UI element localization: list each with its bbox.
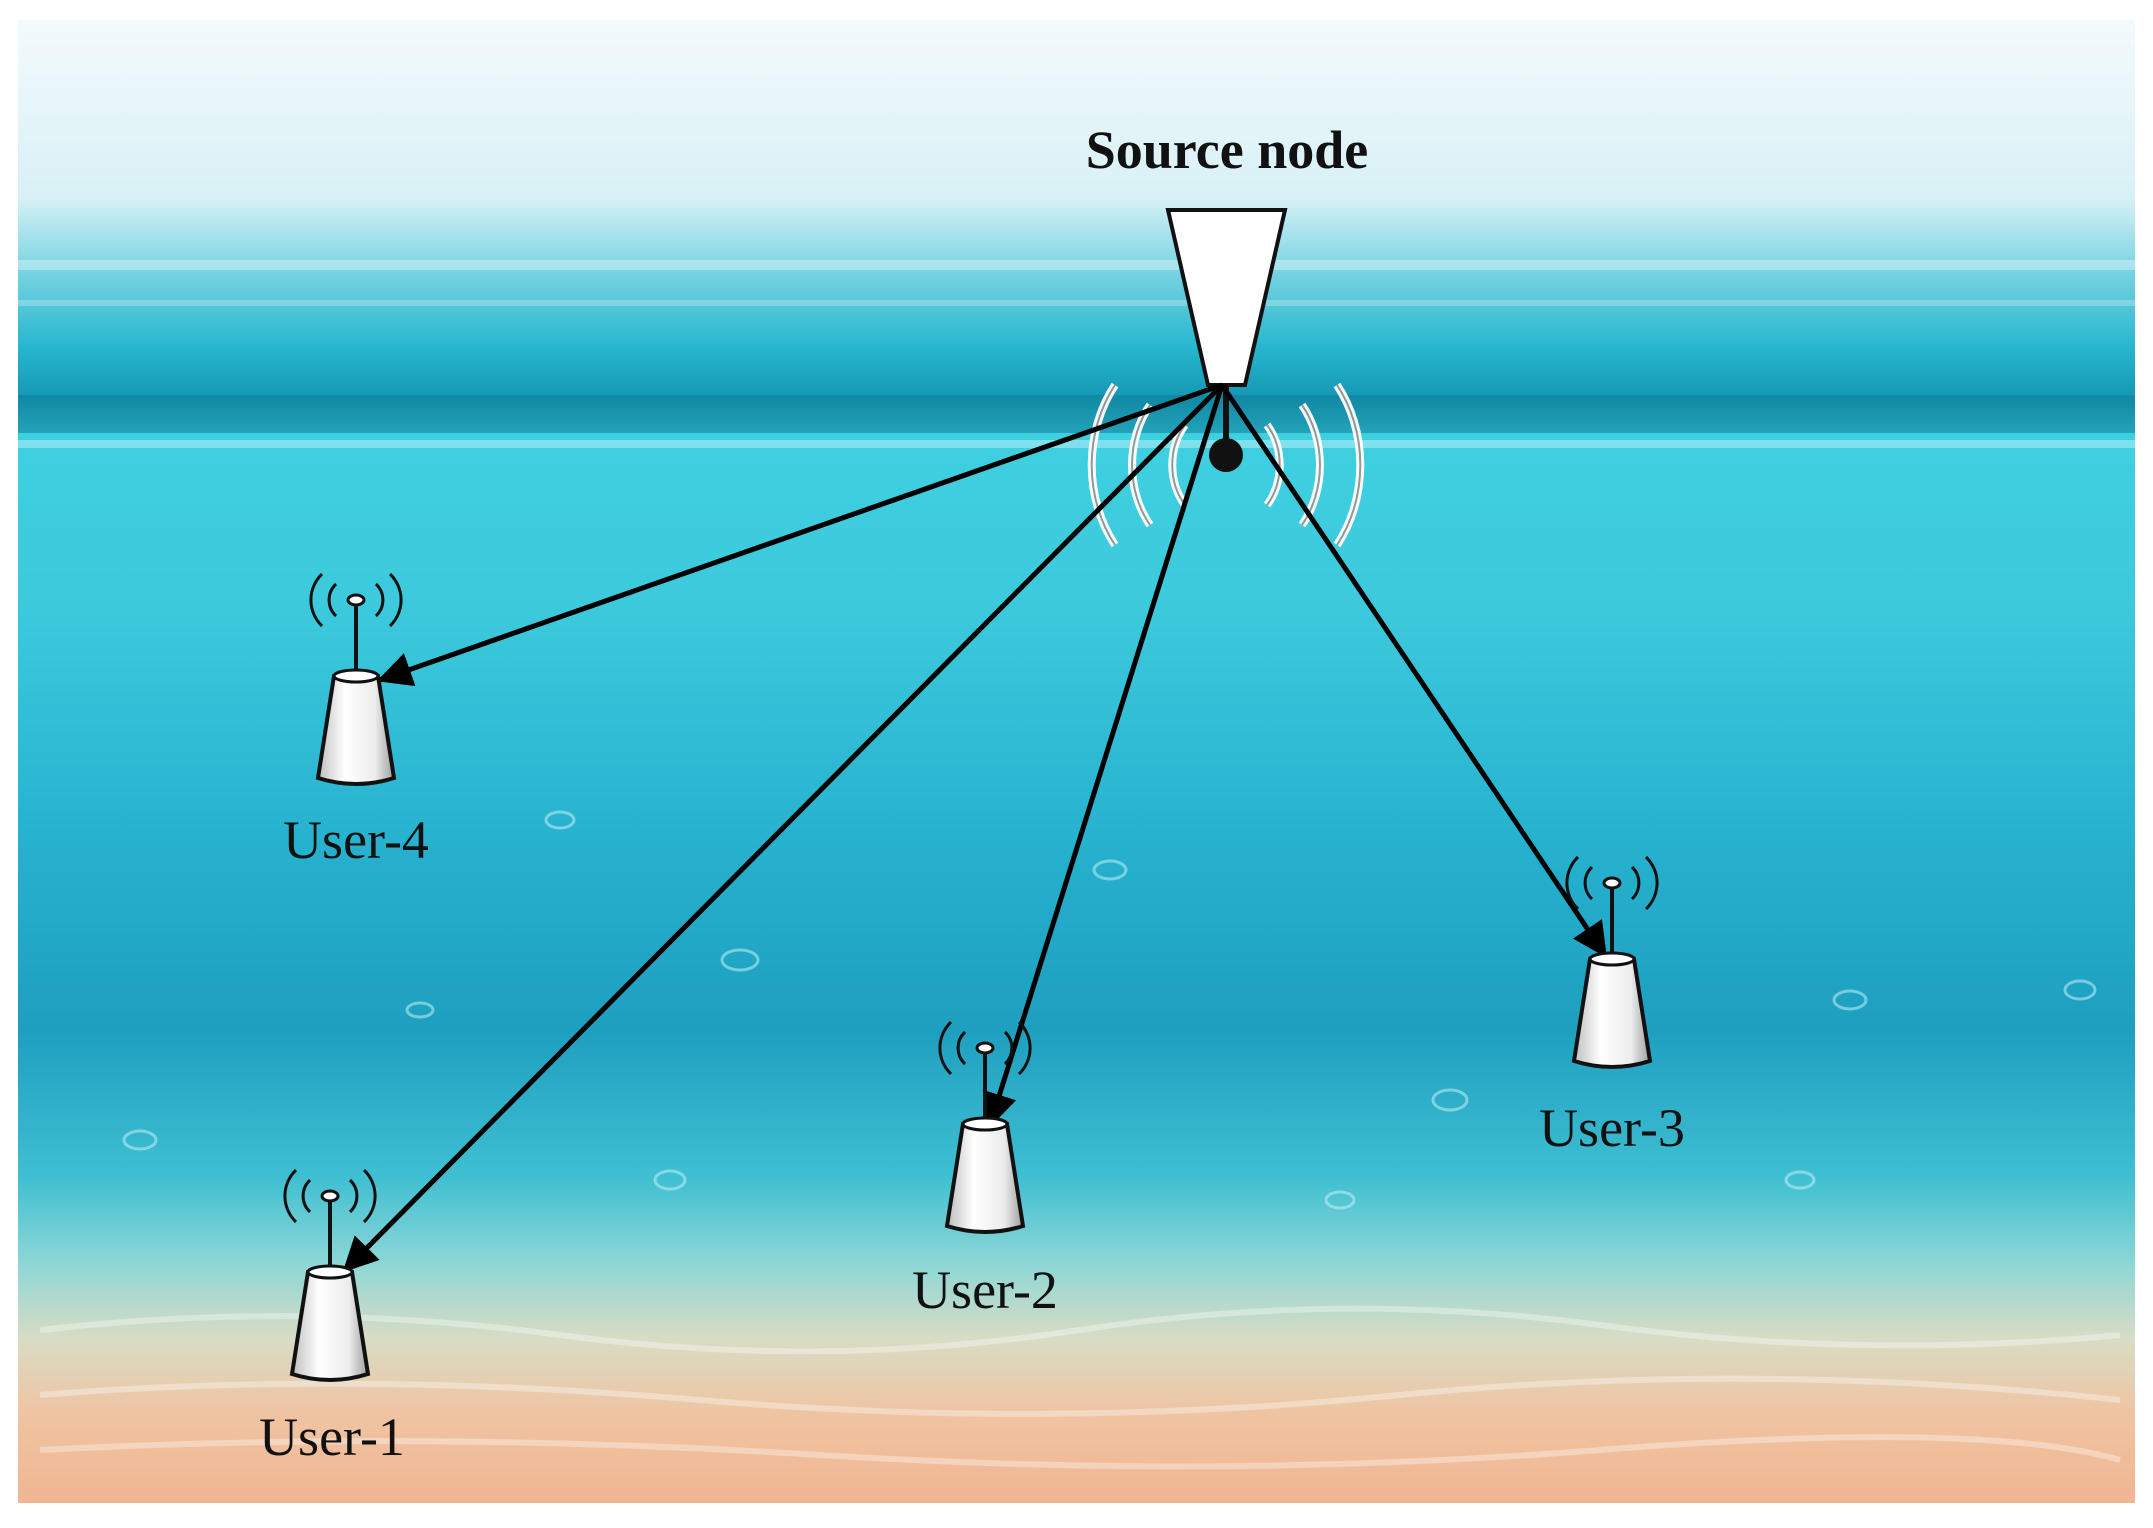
user-3-label: User-3 <box>1539 1098 1685 1158</box>
source-node-label: Source node <box>1086 120 1369 180</box>
user-1-label: User-1 <box>259 1407 405 1467</box>
source-node-transducer <box>1209 438 1243 472</box>
user-4-label: User-4 <box>283 810 429 870</box>
user-2-label: User-2 <box>912 1260 1058 1320</box>
